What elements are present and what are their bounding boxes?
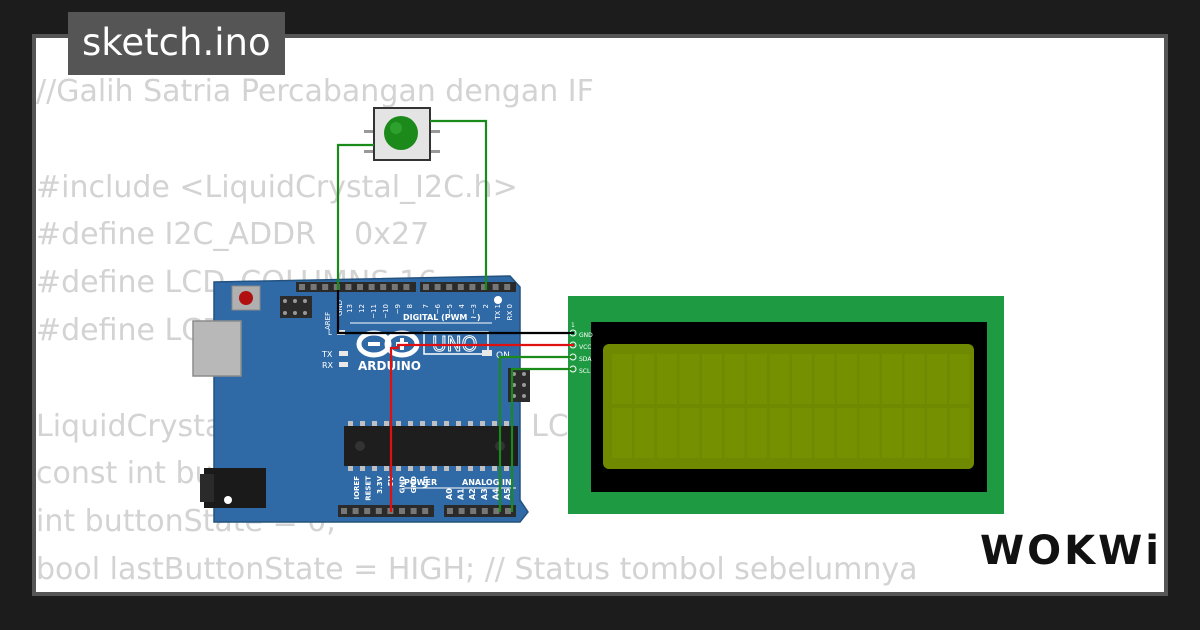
lcd-pin-scl-label: SCL [579, 368, 591, 375]
digital-pin-label: TX 1 [494, 304, 502, 321]
digital-pin-labels: 13 12 ~11 ~10 ~9 8 7 ~6 ~5 4 ~3 2 TX 1 RX 0 [346, 303, 514, 320]
lcd-1602-i2c[interactable]: 1 GND VCC SDA SCL [568, 296, 1004, 514]
digital-pin-label: ~6 [434, 303, 442, 314]
wire-lcd-scl [510, 367, 574, 512]
lcd-pin-vcc-label: VCC [579, 344, 591, 351]
digital-pin-label: ~11 [370, 304, 378, 319]
digital-header-right [420, 282, 516, 292]
reset-button-cap [239, 291, 253, 305]
code-line: #include <LiquidCrystal_I2C.h> [36, 169, 518, 205]
analog-pin-label: A3 [480, 488, 489, 500]
usb-connector [192, 320, 242, 377]
power-pin-label: GND [410, 476, 418, 494]
icsp2-header [508, 368, 530, 402]
analog-pin-label: A2 [468, 488, 477, 500]
code-line: bool lastButtonState = HIGH; // Status t… [36, 551, 918, 587]
rx-label: RX [322, 361, 334, 370]
lcd-pin-gnd-label: GND [579, 332, 593, 339]
tx-led [339, 351, 348, 356]
digital-pin-label: ~3 [470, 304, 478, 314]
digital-header-left [296, 282, 416, 292]
power-header [338, 505, 434, 517]
pushbutton-cap[interactable] [384, 116, 418, 150]
digital-pin-label: 4 [458, 303, 466, 308]
analog-pin-label: A4 [491, 488, 500, 500]
power-pin-label: RESET [364, 476, 372, 501]
digital-pin-label: 12 [358, 304, 366, 313]
wires [336, 119, 574, 512]
analog-pin-label: A5 [503, 488, 512, 500]
power-label: POWER [404, 478, 437, 487]
analog-pin-label: A1 [457, 488, 466, 500]
digital-pin-label: 8 [406, 304, 414, 308]
lcd-character-cells [612, 354, 970, 458]
digital-pin-holes [299, 284, 511, 290]
wire-button-gnd [336, 143, 374, 290]
digital-pin-label: ~5 [446, 304, 454, 314]
file-tab-label: sketch.ino [82, 21, 271, 64]
code-line: #define I2C_ADDR 0x27 [36, 217, 430, 253]
tx-label: TX [321, 350, 333, 359]
digital-pin-label: 2 [482, 304, 490, 308]
icsp-header [280, 296, 312, 318]
wire-button-pin2 [430, 119, 488, 290]
atmega-chip [344, 426, 518, 466]
on-led [482, 350, 492, 356]
file-tab[interactable]: sketch.ino [68, 12, 285, 75]
power-pin-label: Vin [421, 476, 429, 489]
digital-pin-label: 7 [422, 304, 430, 308]
code-line: //Galih Satria Percabangan dengan IF [36, 74, 594, 109]
power-pin-label: GND [399, 476, 407, 494]
wire-lcd-sda [498, 355, 574, 512]
lcd-pin-sda-label: SDA [579, 356, 592, 363]
wire-lcd-gnd [336, 290, 574, 335]
digital-pin-label: 13 [346, 304, 354, 313]
wokwi-logo: WOKWi [980, 528, 1162, 574]
l-led-label: L [328, 329, 332, 337]
power-pin-label: 3.3V [376, 475, 384, 493]
digital-pwm-label: DIGITAL (PWM ~) [403, 313, 481, 322]
arduino-brand-label: ARDUINO [358, 359, 421, 373]
rx-led [339, 362, 348, 367]
pushbutton[interactable] [364, 107, 440, 161]
analog-pin-label: A0 [445, 488, 454, 500]
analog-in-label: ANALOG IN [462, 478, 512, 487]
digital-pin-label: ~10 [382, 304, 390, 319]
dc-jack [204, 468, 266, 508]
gnd-label: GND [336, 300, 344, 316]
power-pin-label: IOREF [353, 476, 361, 500]
digital-pin-label: ~9 [394, 304, 402, 314]
digital-pin-label: RX 0 [506, 304, 514, 320]
aref-label: AREF [324, 312, 332, 330]
wire-lcd-vcc [389, 343, 574, 512]
lcd-pin1-label: 1 [571, 322, 575, 329]
